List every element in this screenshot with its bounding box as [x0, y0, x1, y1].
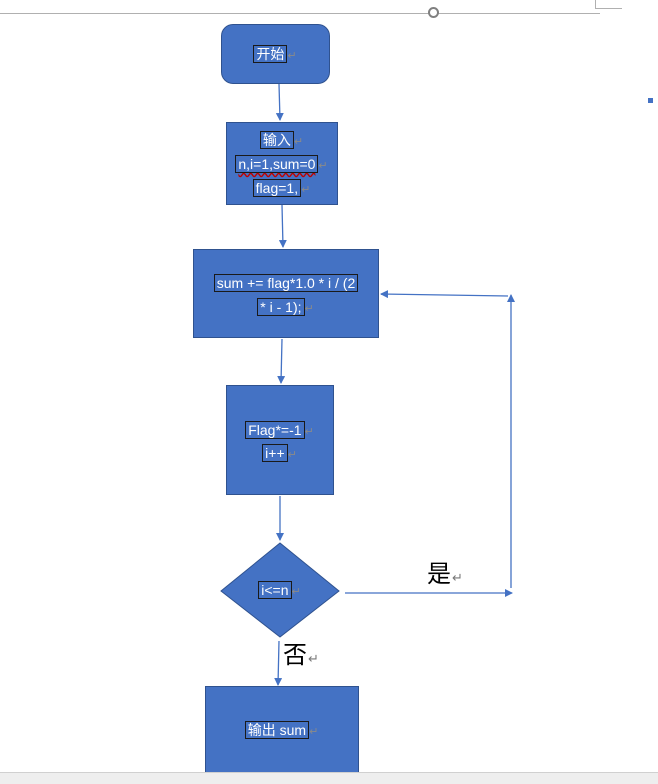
- arrow-loop-back-to-compute: [380, 290, 509, 299]
- input-node-line3-row: flag=1,↵: [226, 178, 338, 200]
- paragraph-mark: ↵: [318, 160, 328, 172]
- compute-node-line1: sum += flag*1.0 * i / (2: [213, 274, 359, 292]
- compute-node-line2: * i - 1);: [257, 298, 305, 316]
- compute-node[interactable]: [193, 249, 379, 338]
- start-node[interactable]: [221, 24, 330, 84]
- update-node-line2: i++: [262, 444, 288, 462]
- yes-label: 是↵: [427, 561, 463, 592]
- paragraph-mark: ↵: [304, 303, 314, 315]
- paragraph-mark: ↵: [308, 651, 319, 666]
- decision-label: i<=n: [258, 581, 292, 599]
- no-label: 否↵: [283, 642, 319, 673]
- rotation-handle[interactable]: [428, 7, 439, 18]
- start-node-text-block: 开始↵: [221, 44, 330, 66]
- paragraph-mark: ↵: [452, 570, 463, 585]
- arrow-compute-to-update: [277, 338, 286, 384]
- compute-node-line2-row: * i - 1);↵: [193, 297, 379, 319]
- input-node-line2-row: n,i=1,sum=0↵: [226, 154, 338, 176]
- selection-dot: [648, 98, 653, 103]
- decision-text-block: i<=n↵: [221, 580, 339, 602]
- compute-node-line1-row: sum += flag*1.0 * i / (2: [193, 273, 379, 293]
- arrow-input-to-compute: [278, 204, 287, 248]
- arrow-decision-no-to-output: [274, 640, 283, 686]
- paragraph-mark: ↵: [309, 726, 319, 738]
- input-node[interactable]: [226, 122, 338, 205]
- paragraph-mark: ↵: [304, 426, 314, 438]
- input-node-line2: n,i=1,sum=0: [235, 155, 319, 173]
- output-node-text-block: 输出 sum↵: [205, 720, 359, 742]
- paragraph-mark: ↵: [287, 50, 297, 62]
- paragraph-mark: ↵: [291, 586, 301, 598]
- paragraph-mark: ↵: [293, 136, 304, 148]
- update-node-line1-row: Flag*=-1↵: [226, 420, 334, 442]
- output-node[interactable]: [205, 686, 359, 778]
- yes-label-text: 是: [427, 561, 451, 588]
- page-corner-mark: [595, 0, 622, 9]
- input-node-line1: 输入: [259, 131, 294, 149]
- update-node-line1: Flag*=-1: [245, 421, 305, 439]
- paragraph-mark: ↵: [287, 449, 297, 461]
- no-label-text: 否: [283, 642, 307, 669]
- output-node-label: 输出 sum: [244, 721, 310, 739]
- input-node-line1-row: 输入↵: [226, 130, 338, 152]
- paragraph-mark: ↵: [301, 184, 311, 196]
- update-node-line2-row: i++↵: [226, 443, 334, 465]
- update-node[interactable]: [226, 385, 334, 495]
- arrow-start-to-input: [275, 83, 284, 121]
- status-bar: [0, 772, 658, 784]
- input-node-line3: flag=1,: [252, 179, 302, 197]
- decision-diamond: [220, 542, 340, 638]
- start-node-label: 开始: [253, 45, 288, 63]
- page-top-rule: [0, 13, 600, 14]
